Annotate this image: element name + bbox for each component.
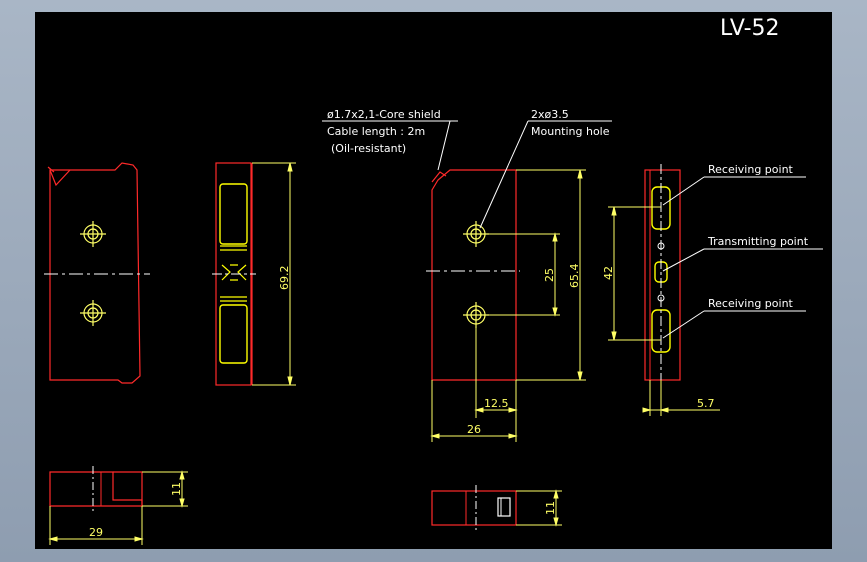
dim-bottom-right-thickness-label: 11 [544,501,557,515]
hole-note-leader [479,120,612,229]
left-front-view [47,162,141,384]
bottom-center-view [431,485,517,531]
dim-hole-offset-label: 12.5 [484,397,509,410]
callout-receiving-bottom: Receiving point [708,297,794,310]
cable-note-line3: (Oil-resistant) [331,142,406,155]
bottom-left-view [49,466,143,512]
callout-transmitting-leader [662,248,823,272]
left-hole-top [80,221,106,247]
dim-height-front-label: 65.4 [568,264,581,289]
center-hole-bottom [463,302,489,328]
dim-point-spacing-label: 42 [602,266,615,280]
callout-receiving-top-leader [662,176,806,206]
callout-receiving-top: Receiving point [708,163,794,176]
hole-note-line2: Mounting hole [531,125,610,138]
callout-transmitting: Transmitting point [707,235,809,248]
dim-width-front [430,380,518,442]
dim-width-front-label: 26 [467,423,481,436]
dim-hole-offset [474,328,518,418]
dim-height-side [252,162,296,386]
dim-hole-spacing-label: 25 [543,268,556,282]
dim-bottom-right-thickness [516,489,562,527]
left-hole-bottom [80,300,106,326]
dim-bottom-left-thickness-label: 11 [170,482,183,496]
center-front-view [431,169,517,381]
callout-receiving-bottom-leader [662,310,806,339]
dim-right-offset-label: 5.7 [697,397,715,410]
cable-note-leader [322,120,458,171]
cable-note-line2: Cable length : 2m [327,125,425,138]
dim-point-spacing [608,206,661,341]
cable-note-line1: ø1.7x2,1-Core shield [327,108,441,121]
drawing-title: LV-52 [720,16,780,41]
left-side-view [212,162,256,386]
dim-height-side-label: 69.2 [278,266,291,291]
drawing-canvas [35,12,832,549]
center-hole-top [463,221,489,247]
dim-bottom-left-width [48,506,144,545]
hole-note-line1: 2xø3.5 [531,108,569,121]
right-side-view [644,164,681,386]
dim-height-front [516,169,586,381]
dim-bottom-left-thickness [142,470,188,508]
dim-right-offset [642,380,720,416]
dim-bottom-left-width-label: 29 [89,526,103,539]
dim-hole-spacing [486,232,560,317]
